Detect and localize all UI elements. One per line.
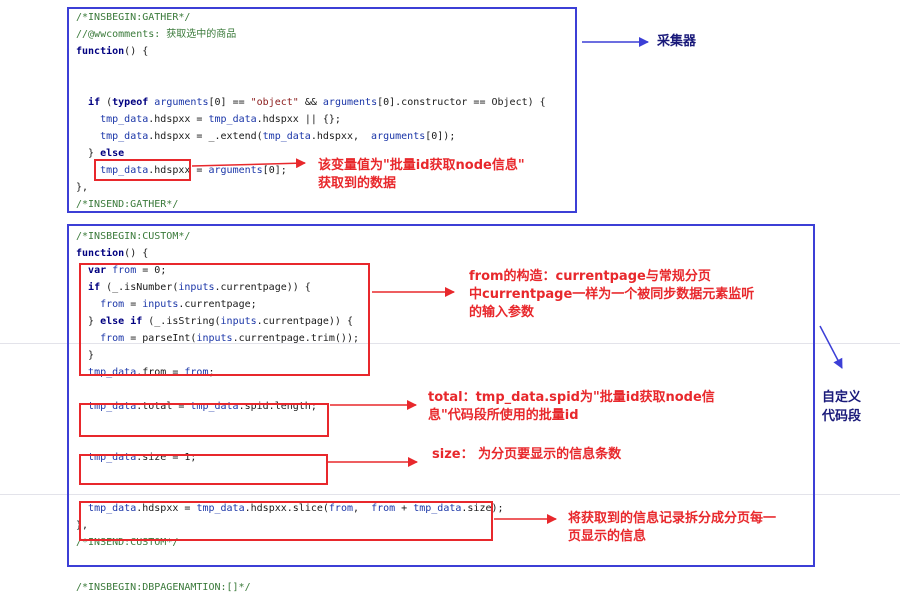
code-line: tmp_data.total = tmp_data.spid.length;: [88, 401, 317, 412]
code-line: /*INSBEGIN:CUSTOM*/: [76, 231, 191, 242]
code-line: //@wwcomments: 获取选中的商品: [76, 29, 237, 40]
code-line: /*INSEND:GATHER*/: [76, 199, 179, 210]
custom-frame: [67, 224, 815, 567]
custom-code-block: /*INSBEGIN:CUSTOM*/ function() { var from…: [76, 228, 504, 551]
code-line: if (typeof arguments[0] == "object" && a…: [88, 97, 546, 108]
size-highlight-box: [79, 454, 328, 485]
code-line: } else: [76, 148, 125, 159]
code-line: /*INSBEGIN:GATHER*/: [76, 12, 191, 23]
custom-code-label-line2: 代码段: [822, 409, 862, 424]
code-line: tmp_data.hdspxx = arguments[0];: [100, 165, 287, 176]
code-line: tmp_data.size = 1;: [88, 452, 197, 463]
code-line: tmp_data.hdspxx = tmp_data.hdspxx.slice(…: [88, 503, 504, 514]
total-note: total：tmp_data.spid为"批量id获取node信 息"代码段所使…: [428, 389, 715, 425]
slice-note-line1: 将获取到的信息记录拆分成分页每一: [568, 511, 777, 526]
total-highlight-box: [79, 403, 329, 437]
slice-note-line2: 页显示的信息: [568, 529, 647, 544]
code-line: tmp_data.from = from;: [88, 367, 215, 378]
code-line: function() {: [76, 248, 149, 259]
code-line: /*INSBEGIN:DBPAGENAMTION:[]*/: [76, 582, 251, 593]
from-note-line3: 的输入参数: [469, 305, 535, 320]
variable-arrow: [191, 158, 306, 169]
code-line: function() {: [76, 46, 149, 57]
code-line: /*INSEND:CUSTOM*/: [76, 537, 179, 548]
custom-code-label: 自定义 代码段: [822, 388, 861, 426]
code-line: tmp_data.hdspxx = tmp_data.hdspxx || {};: [100, 114, 341, 125]
total-note-line1: total：tmp_data.spid为"批量id获取node信: [428, 390, 715, 405]
code-line: },: [76, 520, 89, 531]
variable-note: 该变量值为"批量id获取node信息" 获取到的数据: [318, 157, 525, 193]
code-line: if (_.isNumber(inputs.currentpage)) {: [88, 282, 311, 293]
custom-code-arrow: [819, 325, 843, 369]
variable-highlight-box: [94, 159, 191, 181]
editor-line-rule: [0, 494, 900, 495]
code-line: },: [76, 182, 89, 193]
gatherer-label: 采集器: [657, 34, 697, 49]
from-note: from的构造：currentpage与常规分页 中currentpage一样为…: [469, 268, 754, 322]
code-line: var from = 0;: [88, 265, 167, 276]
code-line: }: [76, 350, 95, 361]
tail-code-block: /*INSBEGIN:DBPAGENAMTION:[]*/: [76, 579, 251, 596]
code-line: from = parseInt(inputs.currentpage.trim(…: [100, 333, 359, 344]
custom-code-label-line1: 自定义: [822, 390, 862, 405]
editor-line-rule: [0, 343, 900, 344]
size-note: size： 为分页要显示的信息条数: [432, 447, 622, 462]
code-line: } else if (_.isString(inputs.currentpage…: [76, 316, 353, 327]
slice-highlight-box: [79, 501, 493, 541]
slice-note: 将获取到的信息记录拆分成分页每一 页显示的信息: [568, 510, 776, 546]
variable-note-line1: 该变量值为"批量id获取node信息": [318, 158, 525, 173]
from-note-line1: from的构造：currentpage与常规分页: [469, 269, 711, 284]
from-note-line2: 中currentpage一样为一个被同步数据元素监听: [469, 287, 755, 302]
gather-frame: [67, 7, 577, 213]
variable-note-line2: 获取到的数据: [318, 176, 397, 191]
code-line: from = inputs.currentpage;: [100, 299, 257, 310]
from-highlight-box: [79, 263, 370, 376]
gather-code-block: /*INSBEGIN:GATHER*/ //@wwcomments: 获取选中的商…: [76, 9, 546, 213]
total-note-line2: 息"代码段所使用的批量id: [428, 408, 579, 423]
code-line: tmp_data.hdspxx = _.extend(tmp_data.hdsp…: [100, 131, 456, 142]
